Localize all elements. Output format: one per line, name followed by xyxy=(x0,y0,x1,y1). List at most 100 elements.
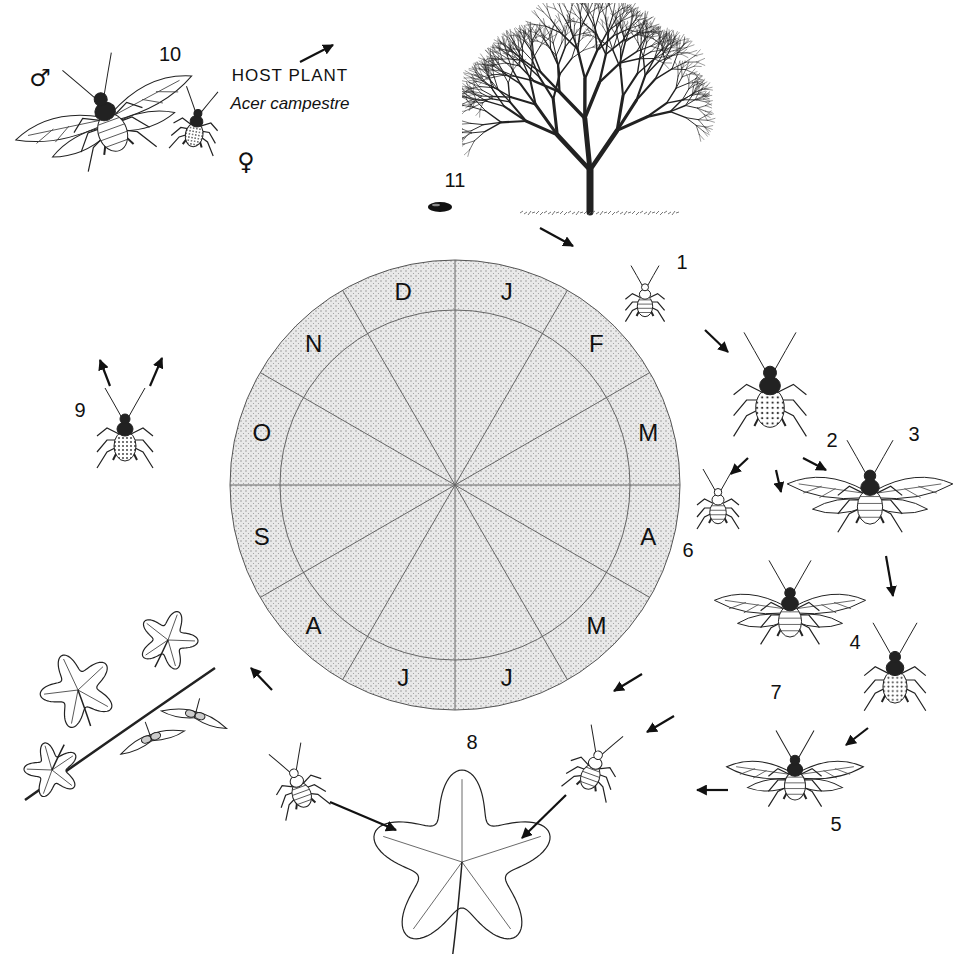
tree-branch xyxy=(462,104,464,109)
tree-branch xyxy=(699,134,701,141)
tree-branch xyxy=(558,14,560,22)
tree-branch xyxy=(621,37,625,50)
head xyxy=(890,651,901,662)
tree-branch xyxy=(466,83,472,88)
twig-leaf xyxy=(131,602,205,678)
ground-hatching xyxy=(604,212,607,213)
tree-branch xyxy=(686,118,696,126)
tree-branch xyxy=(674,36,677,43)
callout-number: 10 xyxy=(159,43,181,65)
tree-branch xyxy=(550,26,554,35)
tree-branch xyxy=(677,46,683,55)
tree-branch xyxy=(474,65,475,72)
male-symbol: ♂ xyxy=(29,65,51,91)
leaf-vein xyxy=(27,762,52,778)
leaf-stalk xyxy=(52,744,64,771)
tree-branch xyxy=(671,38,678,41)
tree-branch xyxy=(584,3,586,7)
tree-branch xyxy=(697,100,706,102)
tree-branch xyxy=(613,36,617,50)
ground-hatching xyxy=(588,212,591,215)
tree-branch xyxy=(464,93,470,98)
tree-branch xyxy=(528,23,531,30)
tree-branch xyxy=(691,74,698,76)
tree-branch xyxy=(597,36,613,51)
tree-branch xyxy=(510,102,526,121)
tree-branch xyxy=(578,4,580,12)
cycle-arrow xyxy=(803,458,826,470)
tree-branch xyxy=(630,18,636,27)
tree-branch xyxy=(498,37,502,44)
tree-branch xyxy=(640,27,643,34)
tree-branch xyxy=(601,3,603,8)
tree-branch xyxy=(567,15,573,21)
tree-branch xyxy=(646,26,648,33)
tree-branch xyxy=(471,132,484,133)
tree-branch xyxy=(637,46,651,51)
body-stripe xyxy=(98,124,124,134)
tree-branch xyxy=(534,35,538,42)
ground-hatching xyxy=(564,212,567,215)
species-name: Acer campestre xyxy=(230,95,349,114)
tree-branch xyxy=(662,45,665,60)
tree-branch xyxy=(636,79,655,100)
tree-branch xyxy=(649,28,657,32)
tree-branch xyxy=(706,106,712,108)
ground-hatching xyxy=(664,211,667,213)
tree-branch xyxy=(625,5,631,12)
tree-branch xyxy=(683,40,689,45)
ground-hatching xyxy=(552,211,555,215)
ground-hatching xyxy=(656,211,659,214)
tree-branch xyxy=(584,33,591,36)
tree-branch xyxy=(670,30,673,37)
tree-branch xyxy=(565,21,573,24)
tree-branch xyxy=(639,27,650,32)
month-letter: J xyxy=(397,665,409,691)
antenna xyxy=(269,749,291,778)
tree-branch xyxy=(462,137,463,138)
month-divider xyxy=(455,485,650,598)
tree-branch xyxy=(462,138,465,142)
tree-branch xyxy=(488,64,496,65)
tree-branch xyxy=(553,99,557,135)
tree-branch xyxy=(587,7,593,18)
body-stripe xyxy=(858,503,883,504)
tree-branch xyxy=(512,37,516,47)
tree-branch xyxy=(488,65,495,68)
tree-branch xyxy=(553,35,556,43)
leaf-vein xyxy=(462,779,463,862)
tree-branch xyxy=(678,52,689,54)
tree-branch xyxy=(488,48,491,54)
wing-vein xyxy=(725,600,784,613)
tree-branch xyxy=(588,27,594,33)
tree-branch xyxy=(534,54,541,72)
month-letter: F xyxy=(589,330,604,356)
egg-highlight xyxy=(432,204,440,207)
tree-branch xyxy=(565,32,566,47)
tree-branch xyxy=(569,3,572,6)
tree-branch xyxy=(560,22,565,32)
tree-branch xyxy=(462,144,464,146)
tree-branch xyxy=(464,77,472,78)
twig-leaf xyxy=(29,640,127,740)
leaf-blade xyxy=(17,739,85,806)
cycle-arrow xyxy=(300,45,333,62)
ground-hatching xyxy=(580,212,583,213)
tree-branch xyxy=(462,132,463,133)
samara-pair xyxy=(113,710,185,755)
head xyxy=(642,284,649,291)
tree-branch xyxy=(508,83,510,102)
tree-branch xyxy=(576,15,585,24)
tree-branch xyxy=(617,18,620,26)
tree-branch xyxy=(681,68,683,77)
leaf-vein xyxy=(462,836,541,862)
tree-branch xyxy=(571,30,578,49)
leg xyxy=(796,602,819,610)
leaf-vein xyxy=(44,680,78,703)
tree-branch xyxy=(651,23,652,31)
tree-branch xyxy=(587,28,591,36)
head xyxy=(593,750,604,761)
tree-branch xyxy=(706,111,712,114)
